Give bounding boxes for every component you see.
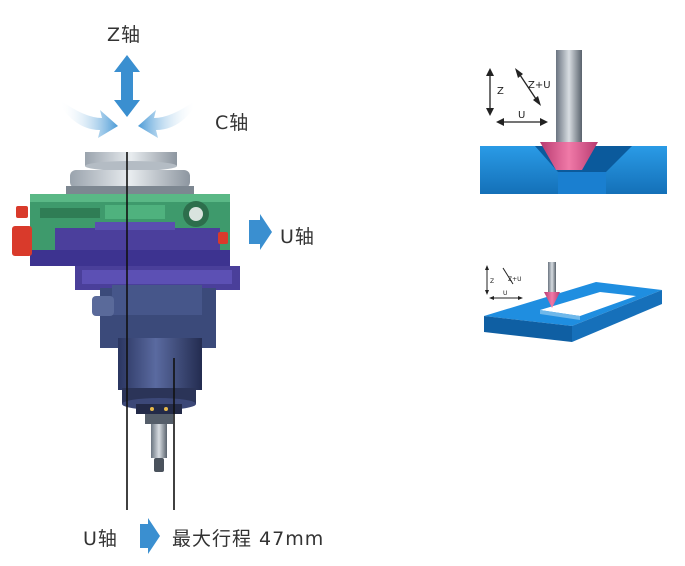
u-axis-arrow-right (249, 214, 272, 250)
z-axis-arrow (114, 55, 140, 117)
detail-top-z: Z (497, 86, 504, 97)
z-axis-label: Z轴 (107, 24, 142, 46)
detail-top-u: U (518, 110, 525, 121)
detail-bottom-zu: Z+U (508, 276, 522, 283)
milling-head (12, 152, 240, 472)
c-axis-label: C轴 (215, 112, 250, 134)
detail-isometric-frame: Z Z+U U (484, 262, 662, 342)
u-axis-arrow-bottom (140, 518, 160, 554)
c-axis-arrows (60, 100, 196, 138)
detail-cross-section: Z Z+U U (480, 50, 667, 194)
detail-bottom-u: U (503, 290, 507, 297)
u-axis-right-label: U轴 (280, 226, 315, 248)
detail-top-zu: Z+U (528, 80, 551, 91)
u-axis-bottom-label: U轴 (83, 528, 118, 550)
detail-bottom-z: Z (490, 278, 494, 285)
max-stroke-label: 最大行程 47mm (172, 528, 325, 550)
